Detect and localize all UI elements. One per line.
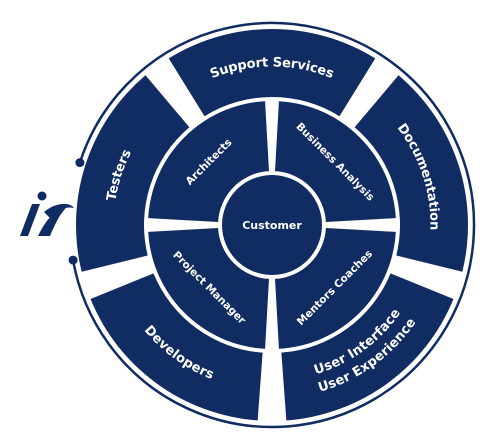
outline-dot-top — [75, 158, 85, 168]
outer-segment-shape — [354, 75, 468, 272]
outer-segment-shape — [168, 29, 376, 117]
inner-segment-shape — [148, 228, 269, 349]
outline-dot-bottom — [68, 255, 78, 265]
center-label: Customer — [242, 219, 302, 232]
outer-segment-developers: Developers — [90, 273, 263, 421]
outer-segment-shape — [281, 273, 454, 421]
inner-segment-shape — [275, 101, 396, 222]
outer-segment-support-services: Support Services — [168, 29, 376, 117]
outer-ring-outline — [71, 21, 476, 429]
outer-segment-shape — [76, 75, 190, 272]
inner-segment-shape — [275, 228, 396, 349]
inner-segment-architects: Architects — [148, 101, 269, 222]
logo-icon — [20, 191, 74, 236]
outer-segment-shape — [90, 273, 263, 421]
outer-segment-testers: Testers — [76, 75, 190, 272]
inner-segment-shape — [148, 101, 269, 222]
outer-segment-documentation: Documentation — [354, 75, 468, 272]
center-circle — [222, 175, 322, 275]
